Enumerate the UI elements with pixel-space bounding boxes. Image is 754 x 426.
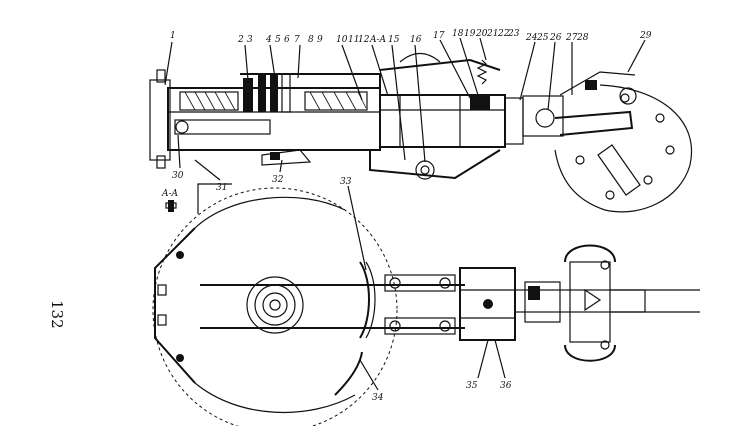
callout-29: 29 (639, 31, 652, 41)
callout-22: 22 (497, 29, 510, 39)
callout-7: 7 (294, 35, 300, 45)
callout-33: 33 (340, 177, 352, 187)
callout-34: 34 (372, 393, 384, 403)
callouts: 1 2 3 4 5 6 7 8 9 10 11 12 A-A 15 16 17 … (161, 29, 652, 403)
callout-11: 11 (348, 35, 359, 45)
callout-6: 6 (284, 35, 290, 45)
callout-4: 4 (265, 35, 272, 45)
callout-26: 26 (549, 33, 562, 43)
callout-32: 32 (272, 175, 284, 185)
upper-section-view (149, 52, 564, 214)
callout-19: 19 (464, 29, 476, 39)
callout-17: 17 (433, 31, 445, 41)
callout-31: 31 (216, 183, 227, 193)
leader-lines (164, 37, 646, 391)
callout-16: 16 (410, 35, 422, 45)
section-label-aa: A-A (161, 189, 179, 199)
callout-23: 23 (507, 29, 520, 39)
callout-20: 20 (475, 29, 488, 39)
callout-1: 1 (170, 31, 176, 41)
callout-12: 12 (358, 35, 370, 45)
callout-24: 24 (525, 33, 538, 43)
callout-9: 9 (317, 35, 323, 45)
callout-2: 2 (237, 35, 244, 45)
callout-28: 28 (576, 33, 589, 43)
callout-10: 10 (336, 35, 348, 45)
callout-5: 5 (275, 35, 281, 45)
callout-21: 21 (486, 29, 498, 39)
callout-35: 35 (466, 381, 478, 391)
callout-8: 8 (308, 35, 314, 45)
callout-27: 27 (565, 33, 578, 43)
callout-18: 18 (452, 29, 464, 39)
callout-25: 25 (536, 33, 549, 43)
callout-aa: A-A (369, 35, 387, 45)
callout-30: 30 (172, 171, 184, 181)
lower-plan-view (152, 187, 700, 426)
callout-3: 3 (247, 35, 253, 45)
page-number: 132 (48, 300, 66, 329)
callout-15: 15 (388, 35, 400, 45)
rotating-disk (554, 71, 693, 213)
callout-36: 36 (500, 381, 512, 391)
